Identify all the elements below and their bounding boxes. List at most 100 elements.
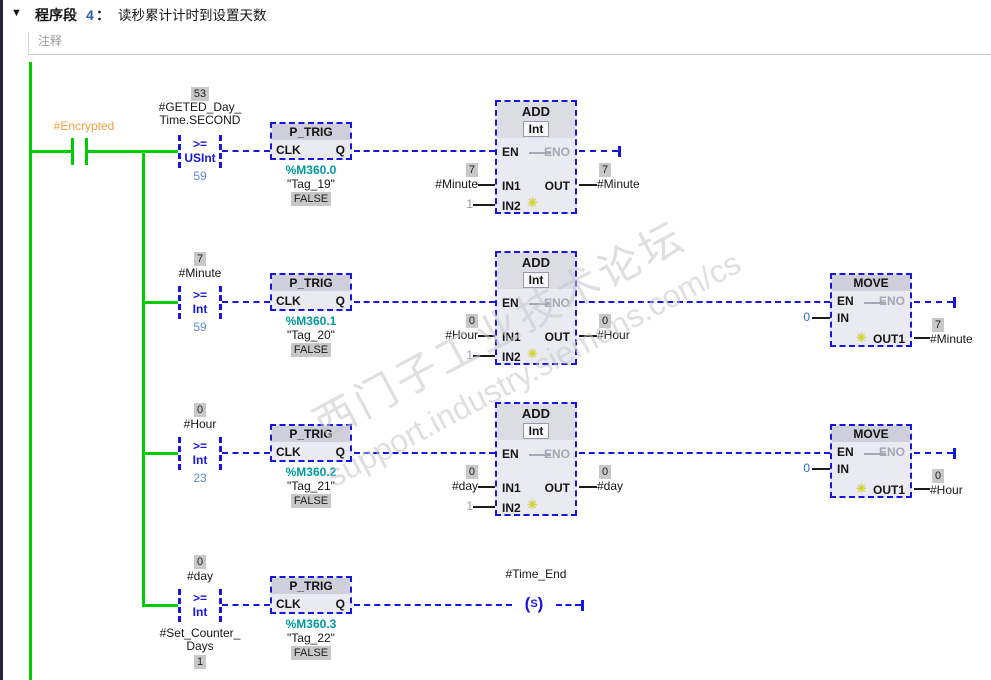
comparator-bar-left[interactable] [178, 437, 181, 470]
wire [473, 355, 495, 357]
comparator-bar-right[interactable] [219, 437, 222, 470]
add-in2-port: IN2 [502, 350, 521, 364]
en-eno-link [529, 303, 551, 305]
move-out1-operand[interactable]: #Minute [930, 332, 973, 346]
set-coil[interactable]: (S) [524, 594, 544, 613]
contact-bar-right[interactable] [85, 138, 88, 165]
add-in2-value[interactable]: 1 [466, 348, 473, 362]
add-out-port: OUT [544, 481, 570, 495]
wire-inactive [354, 301, 495, 303]
comparator-compare-value[interactable]: 23 [193, 471, 207, 485]
add-out-operand[interactable]: #Minute [597, 177, 640, 191]
network-comment-field[interactable]: 注释 [38, 34, 63, 48]
ptrig-title: P_TRIG [272, 275, 350, 291]
contact-bar-left[interactable] [71, 138, 74, 165]
add-input-star-icon[interactable]: ✳ [527, 195, 538, 210]
comparator-operand-line2[interactable]: Time.SECOND [159, 113, 241, 127]
ptrig-block[interactable]: P_TRIG CLK Q [270, 576, 352, 614]
add-block[interactable]: ADD Int EN ENO IN1 IN2 OUT [495, 251, 577, 365]
move-block[interactable]: MOVE EN ENO IN OUT1 [830, 273, 912, 347]
ptrig-block[interactable]: P_TRIG CLK Q [270, 424, 352, 462]
wire-inactive [222, 150, 270, 152]
ptrig-tag[interactable]: "Tag_19" [287, 177, 335, 191]
ptrig-clk-port: CLK [276, 445, 301, 459]
add-input-star-icon[interactable]: ✳ [527, 497, 538, 512]
monitor-badge: 53 [140, 87, 260, 101]
wire-inactive [914, 452, 953, 454]
comparator-dtype[interactable]: Int [192, 453, 208, 467]
monitor-badge: 0 [386, 465, 478, 479]
comparator-bar-left[interactable] [178, 135, 181, 168]
ptrig-clk-port: CLK [276, 597, 301, 611]
monitor-state-badge: FALSE [251, 192, 371, 206]
ptrig-tag[interactable]: "Tag_20" [287, 328, 335, 342]
wire [88, 150, 178, 153]
coil-operand[interactable]: #Time_End [505, 567, 567, 581]
comparator-operand[interactable]: #Hour [183, 417, 217, 431]
wire [478, 184, 495, 186]
move-in-value[interactable]: 0 [803, 461, 810, 475]
comparator-operator[interactable]: >= [192, 439, 207, 453]
wire-endcap [953, 297, 956, 308]
add-in2-value[interactable]: 1 [466, 197, 473, 211]
network-title-text[interactable]: 读秒累计计时到设置天数 [118, 8, 267, 23]
ptrig-block[interactable]: P_TRIG CLK Q [270, 273, 352, 311]
add-dtype-dropdown[interactable]: Int [497, 121, 575, 137]
comparator-bar-right[interactable] [219, 286, 222, 319]
add-block[interactable]: ADD Int EN ENO IN1 IN2 OUT [495, 100, 577, 214]
add-dtype-dropdown[interactable]: Int [497, 272, 575, 288]
add-eno-port: ENO [543, 145, 570, 159]
move-block[interactable]: MOVE EN ENO IN OUT1 [830, 424, 912, 498]
ptrig-address[interactable]: %M360.2 [285, 465, 337, 479]
wire [914, 488, 930, 490]
move-out1-operand[interactable]: #Hour [930, 483, 963, 497]
wire [145, 452, 178, 455]
comparator-operator[interactable]: >= [192, 288, 207, 302]
add-output-star-icon[interactable]: ✳ [856, 330, 867, 345]
comparator-dtype[interactable]: Int [192, 302, 208, 316]
ptrig-address[interactable]: %M360.0 [285, 163, 337, 177]
comparator-bar-right[interactable] [219, 135, 222, 168]
add-out-operand[interactable]: #day [597, 479, 624, 493]
ptrig-tag[interactable]: "Tag_21" [287, 479, 335, 493]
wire [812, 468, 830, 470]
comparator-operand[interactable]: #Minute [178, 266, 222, 280]
en-eno-link [864, 302, 886, 304]
add-block[interactable]: ADD Int EN ENO IN1 IN2 OUT [495, 402, 577, 516]
wire [145, 604, 178, 607]
comparator-bar-left[interactable] [178, 589, 181, 622]
ptrig-block[interactable]: P_TRIG CLK Q [270, 122, 352, 160]
add-in2-value[interactable]: 1 [466, 499, 473, 513]
comparator-dtype[interactable]: Int [192, 605, 208, 619]
add-dtype-dropdown[interactable]: Int [497, 423, 575, 439]
comparator-compare-value[interactable]: 59 [193, 320, 207, 334]
add-in1-operand[interactable]: #Hour [445, 328, 478, 342]
move-in-value[interactable]: 0 [803, 310, 810, 324]
comparator-compare-operand-line2[interactable]: Days [186, 639, 214, 653]
comparator-compare-value[interactable]: 59 [193, 169, 207, 183]
ptrig-address[interactable]: %M360.3 [285, 617, 337, 631]
network-collapse-icon[interactable]: ▼ [11, 7, 22, 19]
comparator-operand-line1[interactable]: #GETED_Day_ [158, 100, 242, 114]
add-out-operand[interactable]: #Hour [597, 328, 630, 342]
monitor-badge: 7 [932, 318, 945, 332]
wire-inactive [579, 301, 830, 303]
add-in1-operand[interactable]: #day [451, 479, 478, 493]
comparator-bar-left[interactable] [178, 286, 181, 319]
add-in1-operand[interactable]: #Minute [435, 177, 478, 191]
ptrig-address[interactable]: %M360.1 [285, 314, 337, 328]
comparator-compare-operand-line1[interactable]: #Set_Counter_ [159, 626, 241, 640]
contact-operand[interactable]: #Encrypted [53, 119, 115, 133]
add-input-star-icon[interactable]: ✳ [527, 346, 538, 361]
comparator-operator[interactable]: >= [192, 591, 207, 605]
add-eno-port: ENO [543, 296, 570, 310]
comparator-bar-right[interactable] [219, 589, 222, 622]
comparator-dtype[interactable]: USInt [184, 151, 216, 165]
header-separator [28, 54, 991, 55]
comparator-operator[interactable]: >= [192, 137, 207, 151]
comparator-operand[interactable]: #day [186, 569, 214, 583]
monitor-badge: 7 [386, 163, 478, 177]
ptrig-tag[interactable]: "Tag_22" [287, 631, 335, 645]
wire-inactive [354, 150, 495, 152]
add-output-star-icon[interactable]: ✳ [856, 481, 867, 496]
